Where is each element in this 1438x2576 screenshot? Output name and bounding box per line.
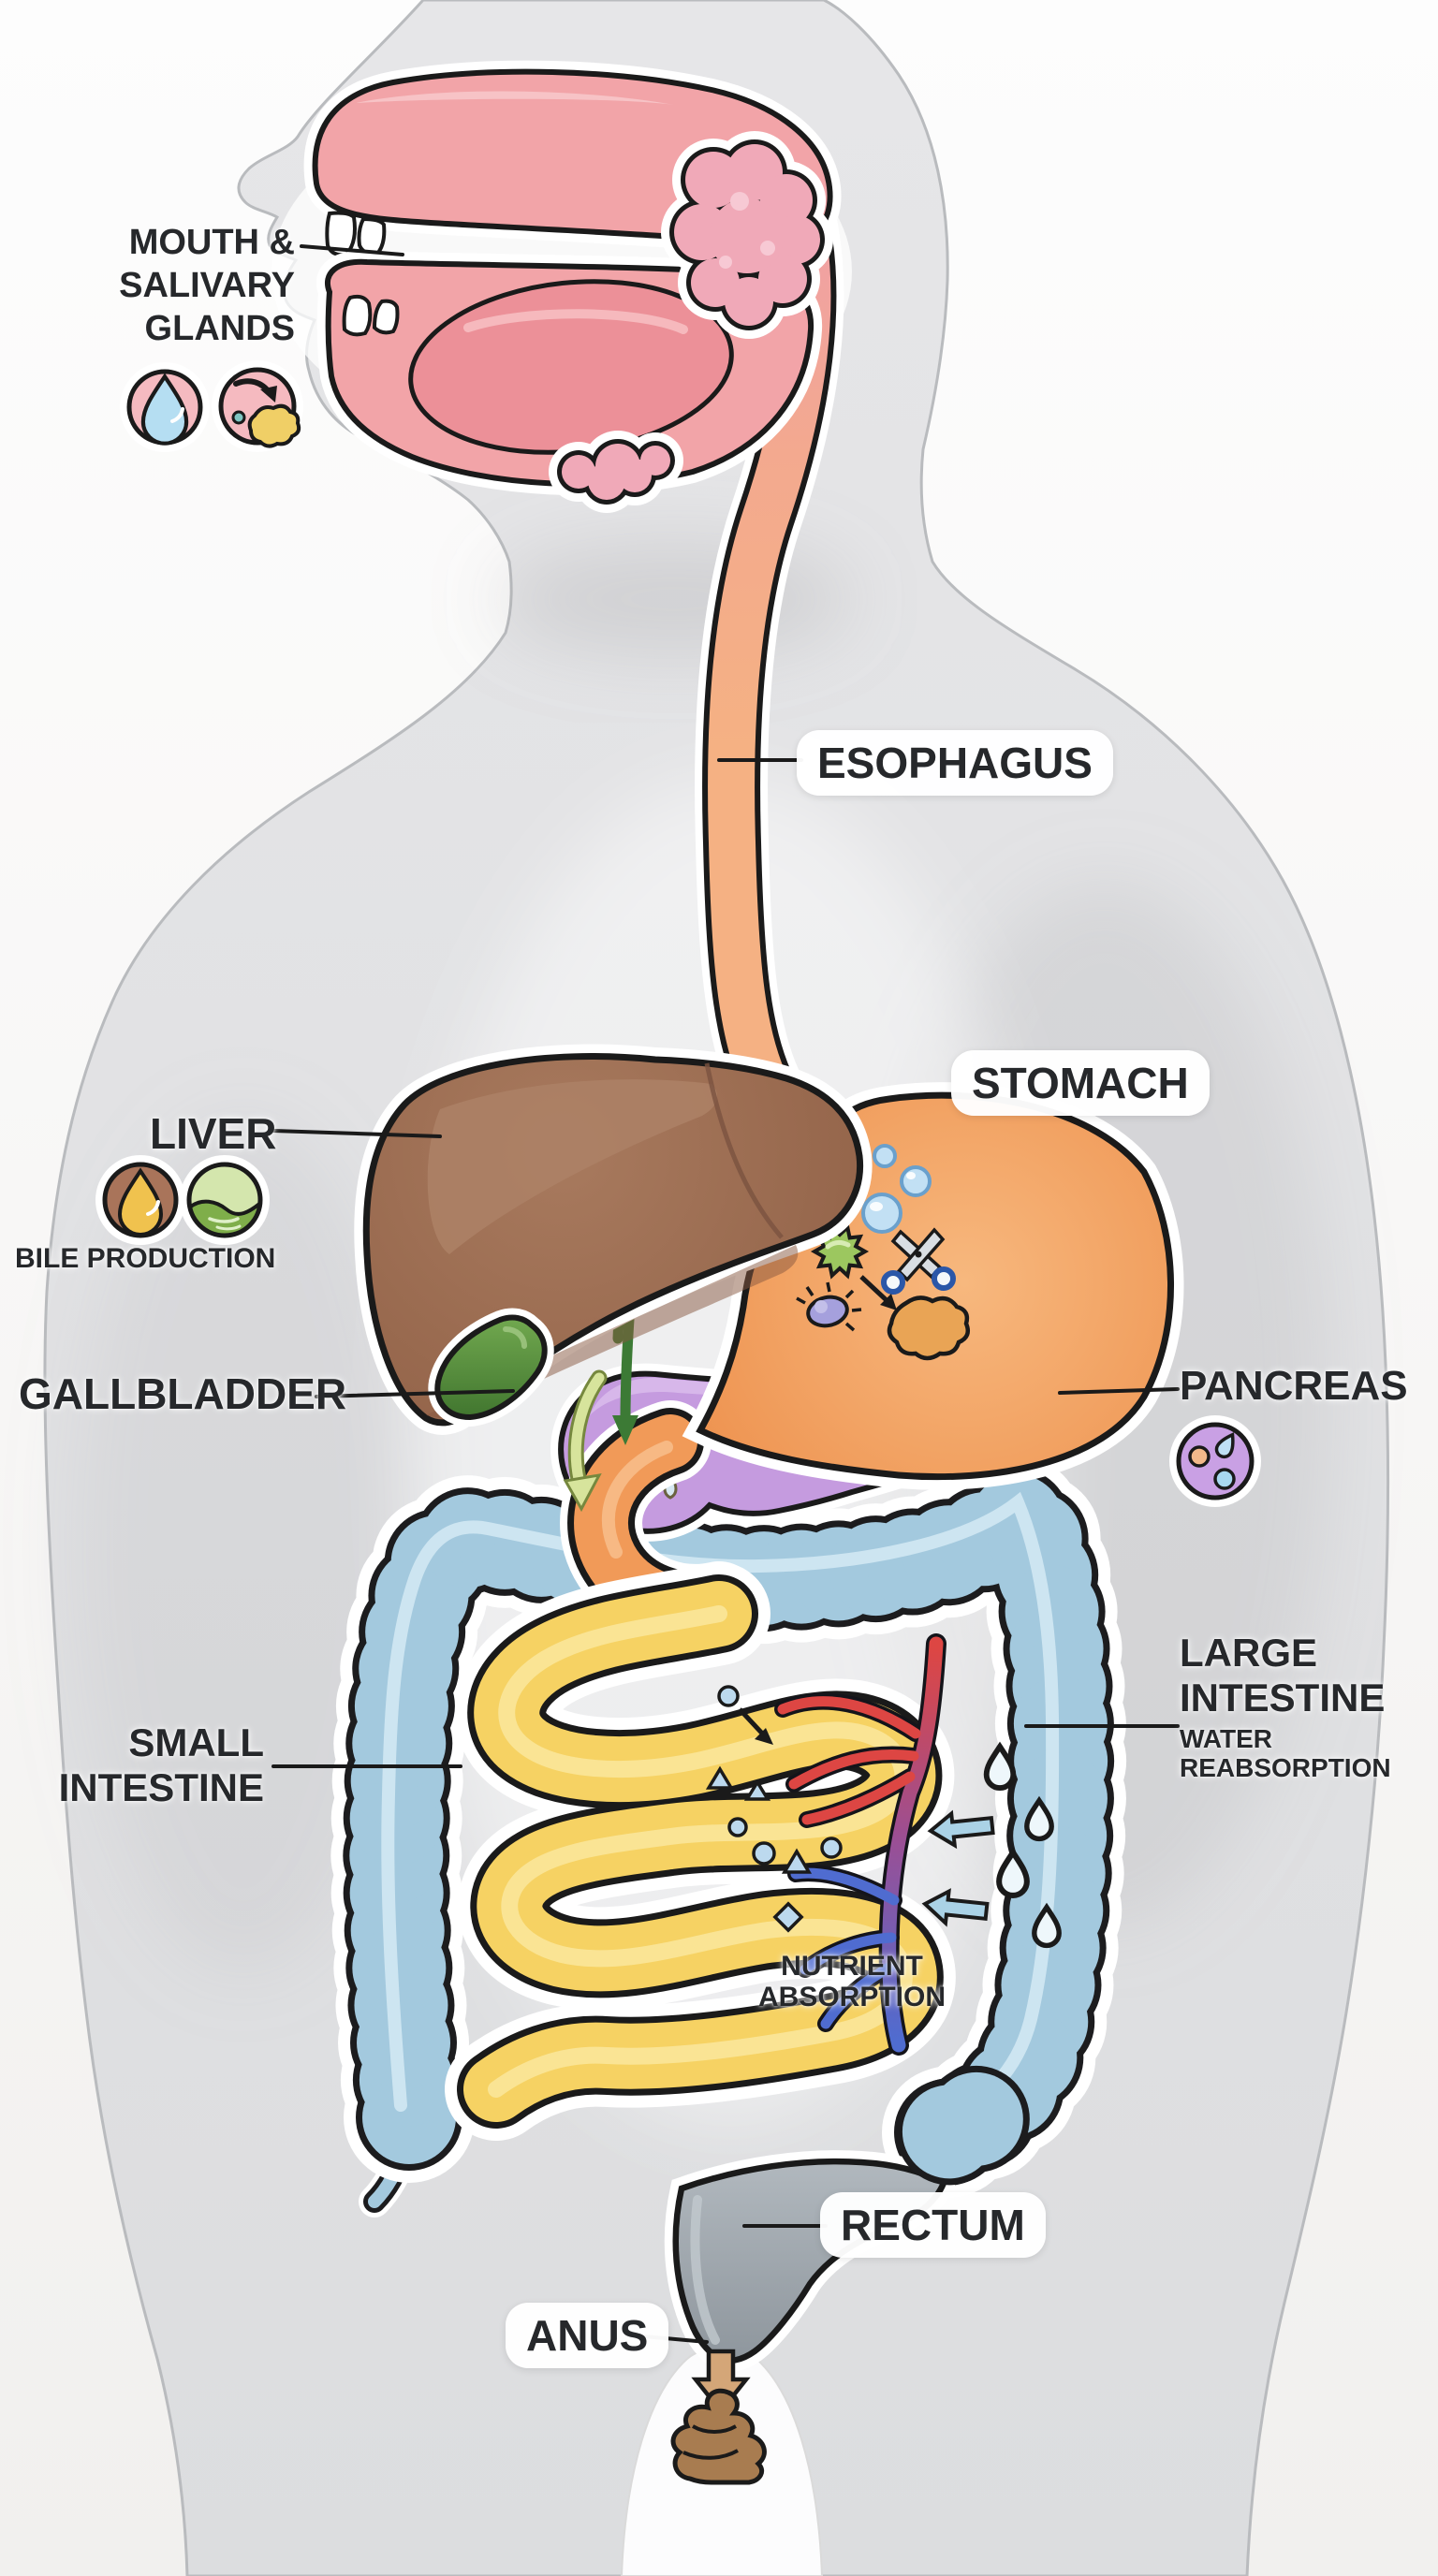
leader-lines — [271, 244, 1180, 2344]
saliva-drop-icon — [120, 362, 210, 452]
label-line: ABSORPTION — [757, 1982, 946, 2012]
label-stomach: STOMACH — [951, 1050, 1210, 1116]
label-line: INTESTINE — [1180, 1676, 1386, 1720]
lower-teeth — [342, 294, 373, 337]
label-anus: ANUS — [506, 2303, 669, 2368]
label-bile-production: BILE PRODUCTION — [15, 1243, 276, 1274]
parotid-gland — [661, 131, 833, 339]
pancreatic-enzymes-icon — [1169, 1415, 1261, 1507]
label-line: MOUTH & — [128, 223, 295, 262]
colon-highlight — [381, 1491, 1060, 2127]
label-mouth-salivary-glands: MOUTH & SALIVARY GLANDS — [119, 221, 295, 350]
label-large-intestine: LARGE INTESTINE — [1180, 1631, 1385, 1720]
bile-drop-icon — [95, 1155, 185, 1245]
label-water-reabsorption: WATER REABSORPTION — [1180, 1724, 1391, 1782]
large-intestine — [330, 1456, 1127, 2217]
nutrient-particles-icon — [705, 1685, 843, 1933]
chyme-icon — [887, 1295, 970, 1361]
label-line: NUTRIENT — [781, 1951, 923, 1982]
label-line: LARGE — [1180, 1631, 1317, 1675]
label-line: REABSORPTION — [1180, 1753, 1391, 1782]
bile-arrowhead — [612, 1415, 638, 1445]
acid-bubbles-icon — [861, 1144, 932, 1234]
label-line: SALIVARY — [119, 266, 295, 305]
water-droplets-icon — [983, 1741, 1062, 1949]
blood-vessels — [774, 1633, 946, 2056]
label-line: GLANDS — [144, 309, 295, 348]
label-liver: LIVER — [150, 1109, 277, 1158]
nutrient-arrow-icon — [738, 1707, 773, 1745]
label-line: INTESTINE — [58, 1765, 264, 1809]
reabsorption-arrows-icon — [921, 1809, 995, 1927]
enzyme-scissors-icon — [881, 1227, 956, 1295]
sublingual-gland — [549, 431, 683, 513]
chewed-food-icon — [212, 360, 303, 452]
artery-branches — [777, 1696, 921, 1825]
microbe-purple-icon — [796, 1281, 862, 1332]
label-nutrient-absorption: NUTRIENT ABSORPTION — [749, 1951, 955, 2012]
feces-icon — [670, 2388, 767, 2485]
label-line: WATER — [1180, 1724, 1273, 1753]
label-pancreas: PANCREAS — [1180, 1363, 1408, 1409]
sigmoid-colon-junction — [895, 2065, 1030, 2186]
small-intestine — [445, 1562, 956, 2141]
label-esophagus: ESOPHAGUS — [797, 730, 1113, 796]
digestion-arrow-icon — [859, 1275, 897, 1310]
label-gallbladder: GALLBLADDER — [19, 1369, 347, 1418]
label-small-intestine: SMALL INTESTINE — [59, 1720, 264, 1810]
label-rectum: RECTUM — [820, 2192, 1046, 2258]
bile-flow-icon — [180, 1155, 270, 1245]
bile-flow-arrow-icon — [563, 1369, 608, 1513]
label-line: SMALL — [128, 1720, 264, 1764]
